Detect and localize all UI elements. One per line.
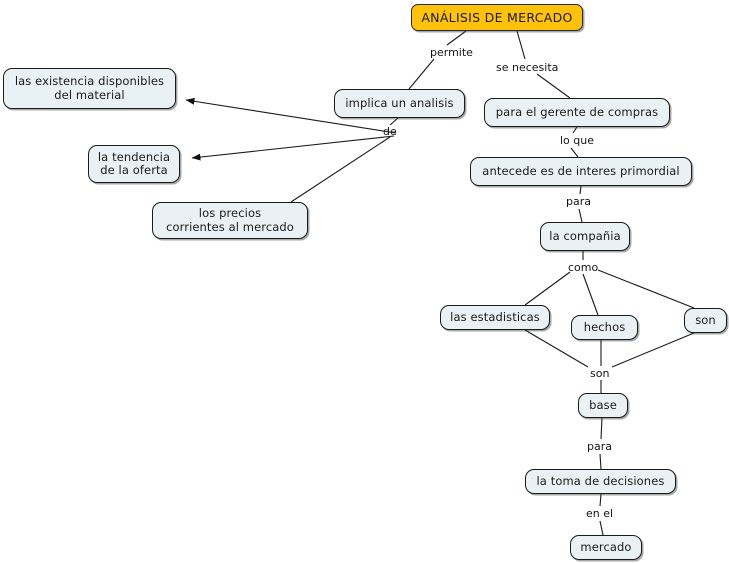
node-mercado[interactable]: mercado — [570, 535, 642, 560]
edge-implica-de — [389, 117, 399, 126]
node-antecede-es-de-interes-primordial[interactable]: antecede es de interes primordial — [470, 157, 692, 186]
edge-root-se-necesita — [516, 30, 526, 60]
edge-de-tendencia — [191, 135, 395, 161]
edge-de-existencia — [185, 97, 397, 134]
edge-de-precios — [290, 136, 391, 203]
node-root-analisis-de-mercado[interactable]: ANÁLISIS DE MERCADO — [411, 4, 583, 31]
node-hechos[interactable]: hechos — [571, 315, 638, 340]
link-label-de: de — [383, 125, 397, 138]
link-label-para-base-toma: para — [587, 440, 612, 453]
edge-gerente-lo-que — [572, 126, 578, 134]
node-las-existencia-disponibles-del-material[interactable]: las existencia disponibles del material — [3, 68, 176, 109]
edge-para-toma — [599, 453, 602, 470]
edge-para-compania — [578, 208, 583, 223]
node-las-estadisticas[interactable]: las estadisticas — [440, 305, 550, 330]
edge-estadisticas-son — [524, 329, 589, 368]
node-la-tendencia-de-la-oferta[interactable]: la tendencia de la oferta — [88, 145, 180, 183]
edge-permite-implica — [408, 58, 435, 90]
edge-son-node-son — [611, 332, 695, 368]
edge-como-son-node — [597, 269, 695, 309]
link-label-en-el: en el — [586, 507, 614, 520]
edge-se-necesita-gerente — [536, 73, 571, 99]
edge-antecede-para — [579, 185, 582, 195]
node-base[interactable]: base — [578, 393, 628, 418]
link-label-como: como — [568, 261, 599, 274]
node-los-precios-corrientes-al-mercado[interactable]: los precios corrientes al mercado — [152, 202, 308, 239]
node-para-el-gerente-de-compras[interactable]: para el gerente de compras — [484, 98, 670, 127]
edge-toma-en-el — [599, 493, 602, 507]
edge-root-permite — [446, 30, 467, 46]
edge-en-el-mercado — [599, 520, 604, 536]
link-label-para-antecede-compania: para — [566, 195, 591, 208]
edge-como-hechos — [582, 273, 599, 316]
link-label-permite: permite — [430, 46, 473, 59]
node-la-toma-de-decisiones[interactable]: la toma de decisiones — [525, 469, 676, 494]
node-son[interactable]: son — [684, 308, 727, 333]
node-implica-un-analisis[interactable]: implica un analisis — [334, 89, 465, 118]
edge-base-para — [600, 417, 603, 440]
node-la-compania[interactable]: la compañia — [540, 222, 630, 251]
link-label-se-necesita: se necesita — [496, 61, 559, 74]
edge-lo-que-antecede — [570, 147, 579, 158]
link-label-lo-que: lo que — [560, 134, 595, 147]
link-label-son-junction: son — [590, 367, 610, 380]
edge-como-estadisticas — [524, 271, 571, 306]
